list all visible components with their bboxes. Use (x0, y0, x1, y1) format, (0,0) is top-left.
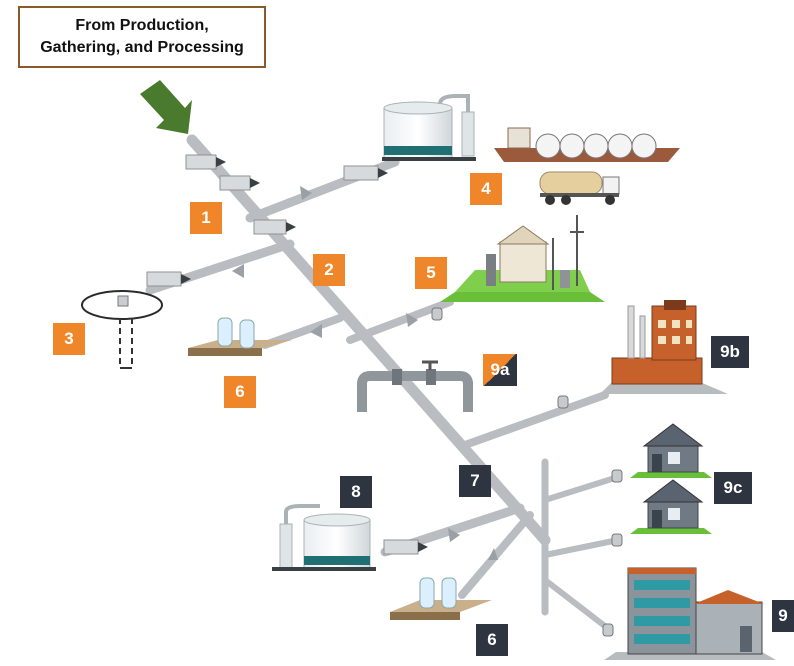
tanker-truck-icon (539, 171, 620, 205)
meter-icon (602, 623, 614, 637)
badge-4: 4 (470, 173, 502, 205)
badge-9: 9 (772, 600, 794, 632)
pipe-to-house-1 (542, 474, 621, 503)
compressor-icon (185, 154, 226, 170)
underground-storage-icon (81, 290, 163, 369)
pipe-to-house-2 (542, 537, 621, 558)
house-icon (630, 479, 712, 534)
power-plant-icon (440, 215, 605, 302)
flow-arrow (406, 313, 418, 327)
compressor-icon (343, 165, 388, 181)
house-icon (630, 423, 712, 478)
badge-7: 7 (459, 465, 491, 497)
storage-tank-icon (272, 504, 376, 571)
badge-6-upper: 6 (224, 376, 256, 408)
title-box: From Production, Gathering, and Processi… (18, 6, 266, 68)
badge-3: 3 (53, 323, 85, 355)
lng-storage-icon (188, 317, 292, 356)
badge-9b: 9b (711, 336, 749, 368)
flow-arrow (310, 324, 322, 338)
factory-icon (600, 300, 728, 394)
valve-icon (357, 360, 473, 412)
badge-2: 2 (313, 254, 345, 286)
lng-ship-icon (494, 127, 680, 162)
compressor-icon (146, 271, 191, 287)
title-line-1: From Production, (75, 17, 209, 34)
badge-1: 1 (190, 202, 222, 234)
flow-arrow (488, 548, 498, 560)
meter-icon (431, 307, 443, 321)
badge-9c: 9c (714, 472, 752, 504)
meter-icon (611, 469, 623, 483)
badge-8: 8 (340, 476, 372, 508)
flow-arrow (232, 264, 244, 278)
flow-arrow (300, 186, 312, 200)
inflow-arrow-icon (140, 80, 192, 134)
meter-icon (611, 533, 623, 547)
compressor-icon (219, 175, 260, 191)
badge-5: 5 (415, 257, 447, 289)
flow-arrows (232, 186, 498, 560)
badge-9a: 9a (483, 354, 517, 386)
compressor-icon (253, 219, 296, 235)
flow-arrow (448, 528, 460, 542)
title-line-2: Gathering, and Processing (40, 39, 244, 56)
lng-storage-icon (390, 577, 492, 620)
pipe-to-industry-9b (461, 391, 609, 449)
meter-icon (557, 395, 569, 409)
apartment-building-icon (604, 567, 776, 660)
pipe-to-apartments (542, 577, 613, 633)
badge-6-lower: 6 (476, 624, 508, 656)
storage-tank-icon (382, 94, 476, 161)
compressor-icon (383, 539, 428, 555)
